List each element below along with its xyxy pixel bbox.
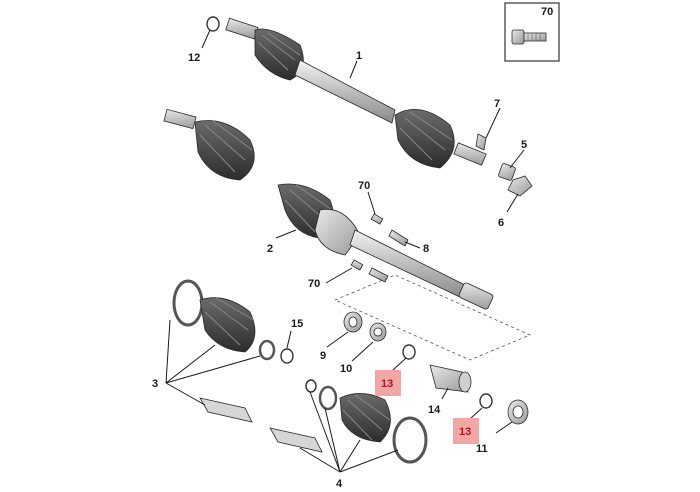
label-8: 8 <box>423 243 429 255</box>
kit-boundary <box>333 274 532 361</box>
bolts-and-clips <box>350 213 409 283</box>
label-3: 3 <box>152 378 158 390</box>
label-1: 1 <box>356 50 362 62</box>
circlip-12 <box>206 16 220 32</box>
bolt-icon <box>511 29 547 45</box>
label-15: 15 <box>291 318 303 330</box>
highlight-label: 13 <box>381 378 393 390</box>
highlight-label: 13 <box>459 426 471 438</box>
label-4: 4 <box>336 478 343 490</box>
label-2: 2 <box>267 243 273 255</box>
label-11: 11 <box>476 443 488 455</box>
parts-5-6-7 <box>475 133 533 197</box>
highlight-13-lower: 13 <box>453 418 479 444</box>
label-14: 14 <box>428 404 441 416</box>
label-70-upper: 70 <box>358 180 370 192</box>
label-10: 10 <box>340 363 352 375</box>
label-7: 7 <box>494 98 500 110</box>
highlight-box <box>453 418 479 444</box>
leader-lines <box>165 29 525 473</box>
highlight-13-upper: 13 <box>375 370 401 396</box>
driveshaft-2 <box>163 108 494 310</box>
label-5: 5 <box>521 139 527 151</box>
label-6: 6 <box>498 217 504 229</box>
inset-box: 70 <box>504 2 560 62</box>
part-labels: 1 2 3 4 5 6 7 8 9 10 11 12 14 15 70 70 <box>152 50 527 490</box>
label-12: 12 <box>188 52 200 64</box>
kit-parts <box>172 279 529 464</box>
label-9: 9 <box>320 350 326 362</box>
driveshaft-1 <box>225 17 487 169</box>
label-70-lower: 70 <box>308 278 320 290</box>
highlight-box <box>375 370 401 396</box>
inset-callout-label: 70 <box>541 6 553 18</box>
